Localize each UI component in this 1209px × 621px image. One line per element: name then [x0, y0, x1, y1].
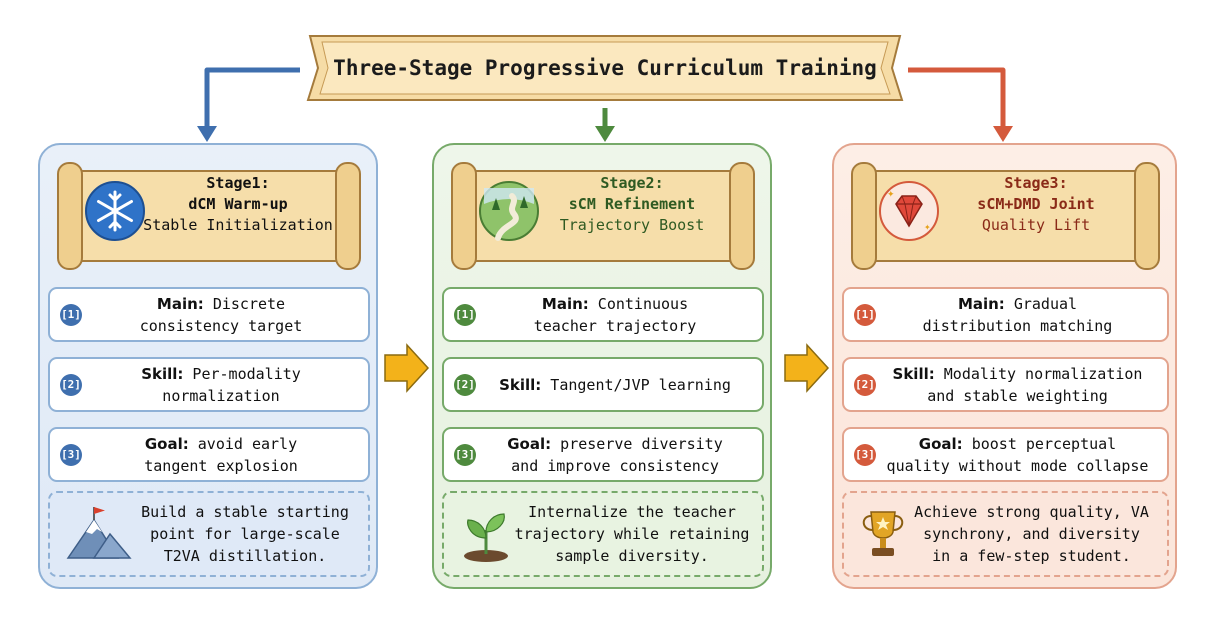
arrowhead-stage1: [197, 126, 217, 142]
stage3-badge-3: [3]: [854, 443, 876, 466]
stage1-goal-key: Goal:: [144, 434, 189, 453]
stage2-main-line2: teacher trajectory: [533, 316, 697, 335]
stage3-skill-line1: Modality normalization: [943, 364, 1143, 383]
stage1-skill-key: Skill:: [141, 364, 184, 383]
stage2-summary-line1: Internalize the teacher: [528, 503, 736, 521]
stage3-skill-key: Skill:: [892, 364, 935, 383]
stage1-goal-line1: avoid early: [197, 434, 298, 453]
stage1-name: dCM Warm-up: [188, 195, 288, 213]
title-banner: [306, 35, 904, 101]
stage3-main-line2: distribution matching: [922, 316, 1113, 335]
stage2-badge-3: [3]: [454, 443, 476, 466]
stage1-badge-3: [3]: [60, 443, 82, 466]
stage2-item-main: [1] Main: Continuous teacher trajectory: [442, 287, 764, 342]
stage2-main-line1: Continuous: [597, 294, 689, 313]
stage2-panel: Stage2: sCM Refinement Trajectory Boost …: [432, 143, 772, 589]
stage1-summary-line2: point for large-scale: [150, 525, 340, 543]
stage1-item-goal: [3] Goal: avoid early tangent explosion: [48, 427, 370, 482]
stage2-summary-line3: sample diversity.: [555, 547, 709, 565]
arrowhead-stage2: [595, 126, 615, 142]
stage1-skill-line1: Per-modality: [192, 364, 301, 383]
stage3-skill-line2: and stable weighting: [927, 386, 1108, 405]
stage1-panel: Stage1: dCM Warm-up Stable Initializatio…: [38, 143, 378, 589]
stage1-summary-line1: Build a stable starting: [141, 503, 349, 521]
stage1-goal-line2: tangent explosion: [144, 456, 298, 475]
stage2-summary: Internalize the teacher trajectory while…: [442, 491, 764, 577]
stage3-badge-2: [2]: [854, 373, 876, 396]
connector-stage3: [908, 67, 1006, 128]
stage3-main-line1: Gradual: [1013, 294, 1078, 313]
snowflake-icon: [85, 181, 145, 241]
stage1-main-key: Main:: [156, 294, 204, 313]
stage1-item-skill: [2] Skill: Per-modality normalization: [48, 357, 370, 412]
stage2-badge-2: [2]: [454, 373, 476, 396]
stage3-subtitle: Quality Lift: [981, 216, 1091, 234]
winding-path-icon: [479, 181, 539, 241]
stage1-subtitle: Stable Initialization: [143, 216, 333, 234]
stage2-goal-key: Goal:: [507, 434, 552, 453]
mountain-flag-icon: [66, 507, 132, 559]
stage2-item-skill: [2] Skill: Tangent/JVP learning: [442, 357, 764, 412]
gem-icon: ✦ ✦: [879, 181, 939, 241]
stage3-item-goal: [3] Goal: boost perceptual quality withou…: [842, 427, 1169, 482]
stage2-goal-line1: preserve diversity: [560, 434, 723, 453]
stage3-goal-line1: boost perceptual: [971, 434, 1117, 453]
flow-arrow-2-3: [784, 343, 830, 393]
stage3-goal-line2: quality without mode collapse: [886, 456, 1149, 475]
flow-arrow-1-2: [384, 343, 430, 393]
stage3-summary-line3: in a few-step student.: [932, 547, 1131, 565]
stage3-label: Stage3:: [1004, 174, 1068, 192]
stage1-badge-2: [2]: [60, 373, 82, 396]
stage3-item-skill: [2] Skill: Modality normalization and sta…: [842, 357, 1169, 412]
stage1-item-main: [1] Main: Discrete consistency target: [48, 287, 370, 342]
sprout-icon: [464, 513, 508, 562]
page-title: Three-Stage Progressive Curriculum Train…: [333, 56, 877, 80]
svg-text:✦: ✦: [924, 223, 931, 232]
stage2-name: sCM Refinement: [568, 195, 696, 213]
stage2-item-goal: [3] Goal: preserve diversity and improve …: [442, 427, 764, 482]
stage2-subtitle: Trajectory Boost: [559, 216, 705, 234]
stage2-goal-line2: and improve consistency: [511, 456, 719, 475]
stage3-summary-line2: synchrony, and diversity: [923, 525, 1140, 543]
stage1-summary: Build a stable starting point for large-…: [48, 491, 370, 577]
stage2-skill-key: Skill:: [499, 375, 542, 394]
stage2-main-key: Main:: [541, 294, 589, 313]
stage1-main-line1: Discrete: [212, 294, 286, 313]
stage1-badge-1: [1]: [60, 303, 82, 326]
svg-text:✦: ✦: [887, 190, 895, 200]
stage2-summary-line2: trajectory while retaining: [514, 525, 750, 543]
stage3-item-main: [1] Main: Gradual distribution matching: [842, 287, 1169, 342]
stage3-badge-1: [1]: [854, 303, 876, 326]
stage2-skill-line1: Tangent/JVP learning: [550, 375, 731, 394]
stage3-goal-key: Goal:: [918, 434, 963, 453]
trophy-icon: [862, 511, 904, 556]
stage2-label: Stage2:: [600, 174, 664, 192]
stage1-label: Stage1:: [206, 174, 270, 192]
stage3-name: sCM+DMD Joint: [977, 195, 1095, 213]
stage3-summary-line1: Achieve strong quality, VA: [914, 503, 1149, 521]
stage3-panel: ✦ ✦ Stage3: sCM+DMD Joint Quality Lift […: [832, 143, 1177, 589]
stage1-summary-line3: T2VA distillation.: [163, 547, 327, 565]
stage3-main-key: Main:: [957, 294, 1005, 313]
stage3-summary: Achieve strong quality, VA synchrony, an…: [842, 491, 1169, 577]
connector-stage1: [204, 67, 300, 128]
stage1-skill-line2: normalization: [162, 386, 280, 405]
stage1-main-line2: consistency target: [139, 316, 303, 335]
arrowhead-stage3: [993, 126, 1013, 142]
stage2-badge-1: [1]: [454, 303, 476, 326]
